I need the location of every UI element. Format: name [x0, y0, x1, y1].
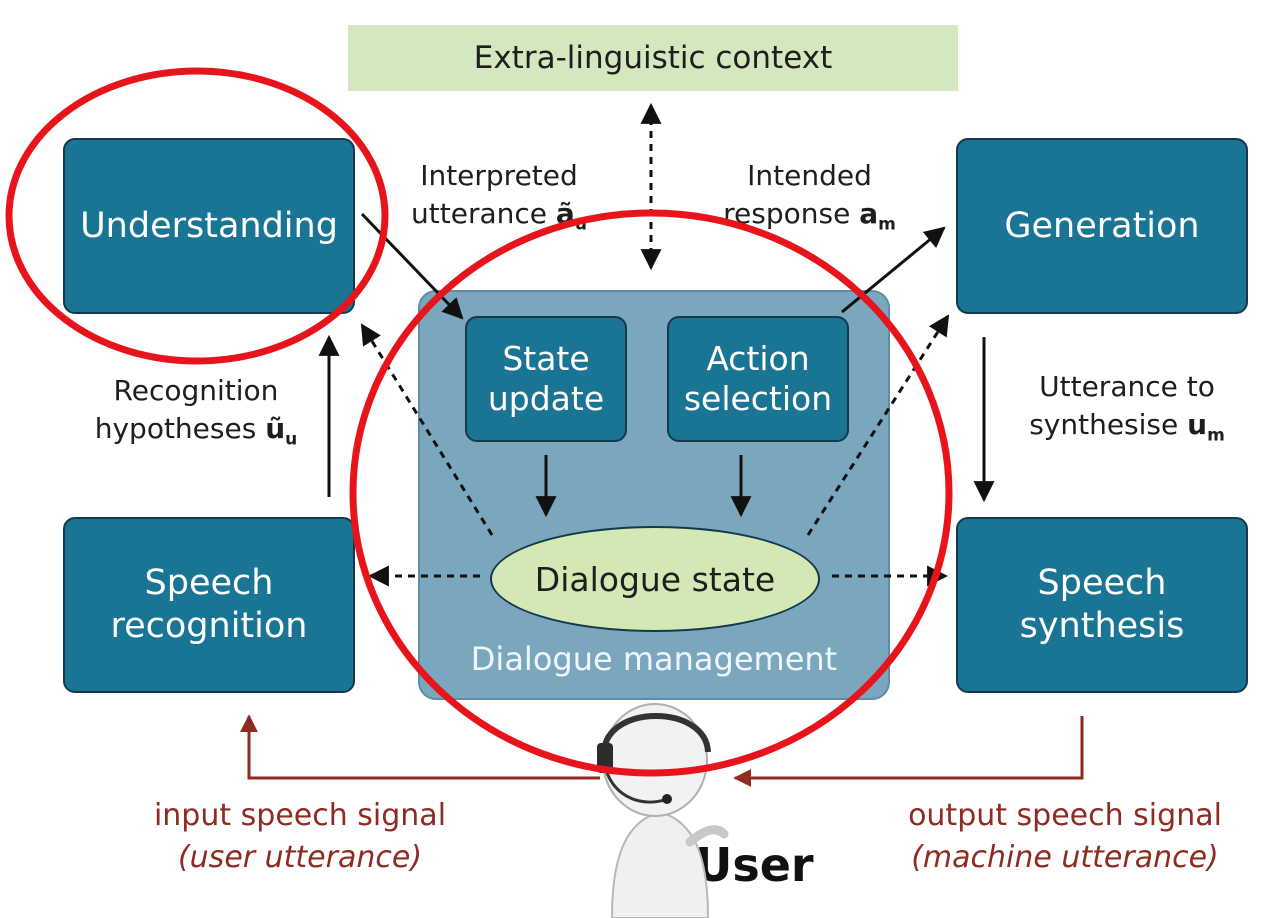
understanding-to-state-arrow — [360, 212, 464, 320]
dialogue-state-ellipse: Dialogue state — [490, 526, 820, 632]
output-signal-arrow — [733, 716, 1084, 787]
extra-linguistic-context: Extra-linguistic context — [348, 25, 958, 91]
dialogue-state-label: Dialogue state — [534, 559, 776, 599]
speech-recognition-box: Speech recognition — [63, 517, 355, 693]
generation-box: Generation — [956, 138, 1248, 314]
speech-synthesis-label: Speech synthesis — [1019, 563, 1185, 646]
utterance-to-synthesise-label: Utterance to synthesise um — [1029, 370, 1225, 446]
action-selection-label: Action selection — [683, 338, 833, 418]
understanding-label: Understanding — [80, 205, 338, 246]
speech-recognition-label: Speech recognition — [110, 563, 308, 646]
user-label: User — [695, 838, 814, 892]
generation-label: Generation — [1004, 205, 1200, 246]
action-selection-box: Action selection — [667, 316, 849, 442]
recognition-hypotheses-label: Recognition hypotheses ũu — [94, 374, 298, 450]
state-update-box: State update — [465, 316, 627, 442]
understanding-box: Understanding — [63, 138, 355, 314]
input-signal-arrow — [240, 714, 600, 780]
state-to-generation-dashed-arrow — [806, 314, 950, 536]
input-speech-signal-label: input speech signal (user utterance) — [153, 798, 447, 875]
action-to-generation-arrow — [841, 226, 946, 314]
state-update-label: State update — [487, 338, 605, 418]
understanding-highlight-circle — [5, 67, 389, 365]
dialogue-management-label: Dialogue management — [470, 640, 838, 678]
output-speech-signal-label: output speech signal (machine utterance) — [908, 798, 1222, 875]
state-to-understanding-dashed-arrow — [360, 323, 494, 536]
speech-synthesis-box: Speech synthesis — [956, 517, 1248, 693]
dialogue-management-highlight-circle — [349, 209, 953, 777]
user-figure-icon — [597, 703, 729, 918]
